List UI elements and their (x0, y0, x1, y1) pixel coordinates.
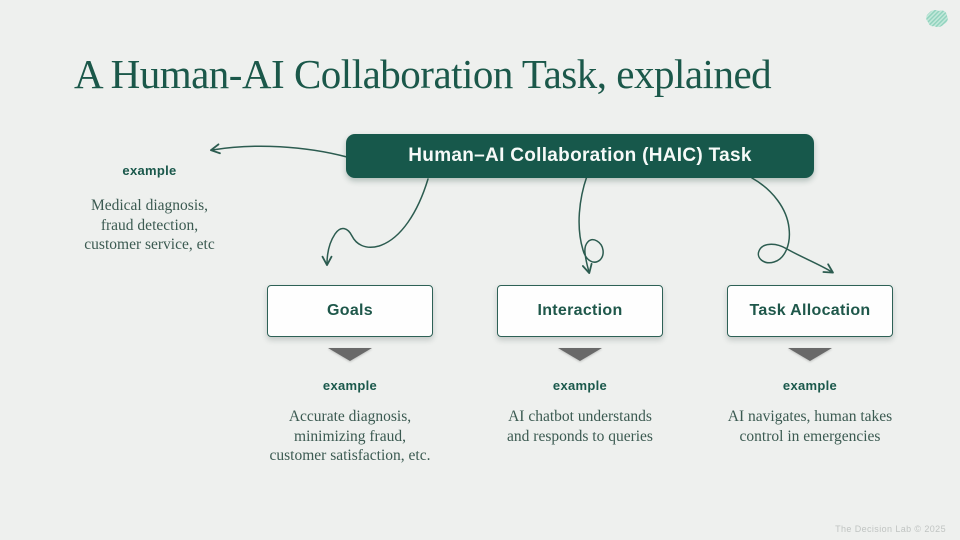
node-haic-task-label: Human–AI Collaboration (HAIC) Task (408, 145, 752, 166)
arrow-down-icon (788, 348, 832, 361)
branch-interaction: Interaction example AI chatbot understan… (460, 285, 700, 446)
node-task-allocation: Task Allocation (727, 285, 893, 337)
connector-root-to-interaction (578, 175, 604, 274)
task-allocation-example-heading: example (782, 378, 838, 393)
node-interaction: Interaction (497, 285, 663, 337)
connector-root-to-task-allocation (751, 177, 834, 274)
connector-root-to-goals (321, 178, 429, 267)
page-title: A Human-AI Collaboration Task, explained (74, 51, 772, 97)
node-goals: Goals (267, 285, 433, 337)
root-example-text: Medical diagnosis, fraud detection, cust… (84, 197, 215, 253)
node-task-allocation-label: Task Allocation (749, 302, 871, 319)
goals-example-heading: example (322, 378, 378, 393)
footer-credit: The Decision Lab © 2025 (835, 524, 946, 534)
arrow-down-icon (558, 348, 602, 361)
interaction-example-heading: example (552, 378, 608, 393)
node-interaction-label: Interaction (537, 302, 623, 319)
connector-root-to-left-example (209, 143, 348, 158)
root-example-block: example Medical diagnosis, fraud detecti… (52, 163, 247, 255)
brain-icon (924, 8, 950, 30)
root-example-heading: example (122, 163, 177, 178)
goals-example-text: Accurate diagnosis, minimizing fraud, cu… (269, 408, 431, 464)
node-haic-task: Human–AI Collaboration (HAIC) Task (346, 134, 814, 178)
task-allocation-example-text: AI navigates, human takes control in eme… (727, 408, 893, 445)
arrow-down-icon (328, 348, 372, 361)
interaction-example-text: AI chatbot understands and responds to q… (507, 408, 653, 445)
branch-goals: Goals example Accurate diagnosis, minimi… (230, 285, 470, 466)
branch-task-allocation: Task Allocation example AI navigates, hu… (690, 285, 930, 446)
node-goals-label: Goals (327, 302, 373, 319)
